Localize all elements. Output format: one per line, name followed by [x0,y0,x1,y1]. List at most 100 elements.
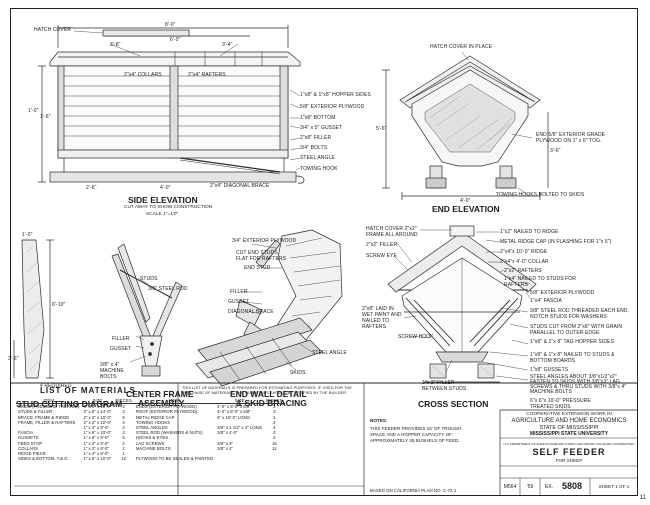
size-cell: 1" x 8" x 8'-0" [83,435,109,441]
end-height-dim: 5'-6" [376,126,387,132]
xs-steel-angles-callout: STEEL ANGLES ABOUT 3/8"x1/2"x2" FASTEN T… [530,374,627,395]
size-cell: 1" x 4" x 8'-0" [83,451,109,457]
collars-dim: 3'-8" [110,42,121,48]
xs-wet-paint-callout: 2"x8" LAID IN WET PAINT AND NAILED TO RA… [362,306,402,330]
feeder-for: FOR SHEEP [555,458,583,463]
tb-line-2: AGRICULTURE AND HOME ECONOMICS [511,418,627,424]
xs-hatch-callout: HATCH COVER 2"x2" FRAME ALL AROUND [366,226,418,238]
pieces-cell: 3 [273,409,276,415]
pieces-cell: 2 [122,445,125,451]
item-cell: FASCIA [18,430,34,436]
xs-collar-callout: 2"x4"x 4'-0" COLLAR [500,259,549,265]
col-item: ITEM [16,398,82,405]
stud-cutting-title: STUD CUTTING DIAGRAM [16,399,123,409]
pieces-cell: 2 [122,404,125,410]
end-side-dim: 3'-6" [550,148,561,154]
col-size-2: SIZE [215,398,265,405]
leg-dim: 2'-6" [86,185,97,191]
diagonal-brace-callout: 2"x4" DIAGONAL BRACE [210,183,270,189]
sheet-number: SHEET 1 OF 1 [598,484,630,489]
size-cell [215,456,264,461]
item-cell: GUSSETS [18,435,39,441]
item-cell: BRACE, FRAME & RIDGE [18,414,70,420]
pieces-cell: 2 [273,430,276,436]
pieces-cell: 4 [273,425,276,431]
xs-screw-hook-callout: SCREW HOOK [398,334,434,340]
hatch-in-place-callout: HATCH COVER IN PLACE [430,44,493,50]
ew-plywood-callout: 3/4" EXTERIOR PLYWOOD [232,238,297,244]
gusset-callout: 3/4" x 5" GUSSET [300,125,343,131]
stud-cutting-drawing [13,239,54,379]
ex-label: EX. [544,484,554,490]
xs-fascia-callout: 1"x4" FASCIA [530,298,562,304]
size-cell: 6" x 6" x 10'-0" [83,404,112,410]
item-cell: FEED STOP [18,440,43,446]
item-cell: ENDS (EXTERIOR PLYWOOD) [135,404,197,410]
hopper-sides-callout: 1"x8" & 1"x8" HOPPER SIDES [300,92,371,98]
center-frame-title: CENTER FRAME [126,389,194,399]
item-cell: PLYWOOD TO BE SEALED & PAINTED [135,456,214,462]
center-frame-drawing [111,243,183,377]
bolts-callout: 3/4" BOLTS [300,145,328,151]
xs-gussets-callout: 1"x8" GUSSETS [530,367,569,373]
stud-bottom-dim: 3'-6" [8,356,19,362]
size-cell: 6" x 10'-0" LONG [217,414,250,420]
plan-date: '59 [526,484,534,490]
xs-nailed-bottom-callout: 1"x8" & 1"x 8" NAILED TO STUDS & BOTTOM … [530,352,615,364]
size-cell: 1" x 4" x 8'-0" [83,440,109,446]
end-wall-drawing [195,229,343,387]
side-elevation-title: SIDE ELEVATION [128,195,198,205]
pieces-cell [264,456,285,461]
ew-steel-angle-callout: STEEL ANGLE [312,350,347,356]
steel-rod-callout: 3/8" STEEL ROD [148,286,188,292]
materials-table: ITEM SIZE PIECES ITEM SIZE PIECES SKIDS … [16,398,285,461]
col-pieces: PIECES [113,398,134,405]
towing-hooks-callout: TOWING HOOKS BOLTED TO SKIDS [496,192,585,198]
pieces-cell: 1 [273,414,276,420]
size-cell: 3/8" x 3" [217,440,234,446]
pieces-cell: 6 [122,414,125,420]
materials-title: LIST OF MATERIALS [40,386,136,395]
stud-length-dim: 6'-10" [52,302,66,308]
ew-filler-callout: FILLER [230,289,248,295]
studs-callout: STUDS [140,276,158,282]
ew-diagonal-callout: DIAGONAL BRACE [228,309,274,315]
hatch-cover-callout: HATCH COVER [34,27,72,33]
side-left-dim: 1'-6" [40,114,51,120]
pieces-cell: 16 [271,440,277,446]
item-cell: MACHINE BOLTS [135,445,171,451]
end-width-dim: 4'-0" [460,198,471,204]
end-wall-title: END WALL DETAIL [230,389,307,399]
end-elevation-title: END ELEVATION [432,204,500,214]
based-on: BASED ON CALIFORNIA PLAN NO. C-72-1 [370,488,457,493]
tb-line-5: U.S. DEPARTMENT OF AGRICULTURE AND STATE… [503,442,635,446]
item-cell: METAL RIDGE CAP [135,414,175,420]
cut-studs-callout: CUT END STUDS FLAT FOR RAFTERS [236,250,287,262]
xs-nailed-studs-callout: 1"x4" NAILED TO STUDS FOR RAFTERS [504,276,576,288]
tb-line-4: MISSISSIPPI STATE UNIVERSITY [529,431,609,437]
pieces-cell: 2 [273,419,276,425]
ex-number: 5808 [561,481,583,491]
xs-ridge-cap-callout: METAL RIDGE CAP (IN FLASHING FOR 1"x 6") [500,239,612,245]
side-elevation-scale: SCALE 1"=1'0" [146,212,179,217]
side-elevation-subtitle: CUT AWAY TO SHOW CONSTRUCTION [124,205,213,210]
xs-rafters-callout: 2"x2" RAFTERS [504,268,542,274]
size-cell: 1" x 4" x 8'-0" [83,425,109,431]
item-cell: RIDGE PIECE [18,451,46,457]
item-cell: HOOKS & EYES [135,435,169,441]
collars-callout: 2"x4" COLLARS [124,72,162,78]
xs-filler-callout: 2"x2" FILLER [366,242,398,248]
plan-number: M564 [503,484,517,490]
cross-section-title: CROSS SECTION [418,399,489,409]
item-cell: SIDES & BOTTOM, T.& G. [18,456,69,462]
towing-hook-callout: TOWING HOOK [300,166,338,172]
xs-skids-callout: 6"x 6"x 10'-0" PRESSURE TREATED SKIDS [530,398,591,410]
end-elevation-drawing [382,51,549,200]
